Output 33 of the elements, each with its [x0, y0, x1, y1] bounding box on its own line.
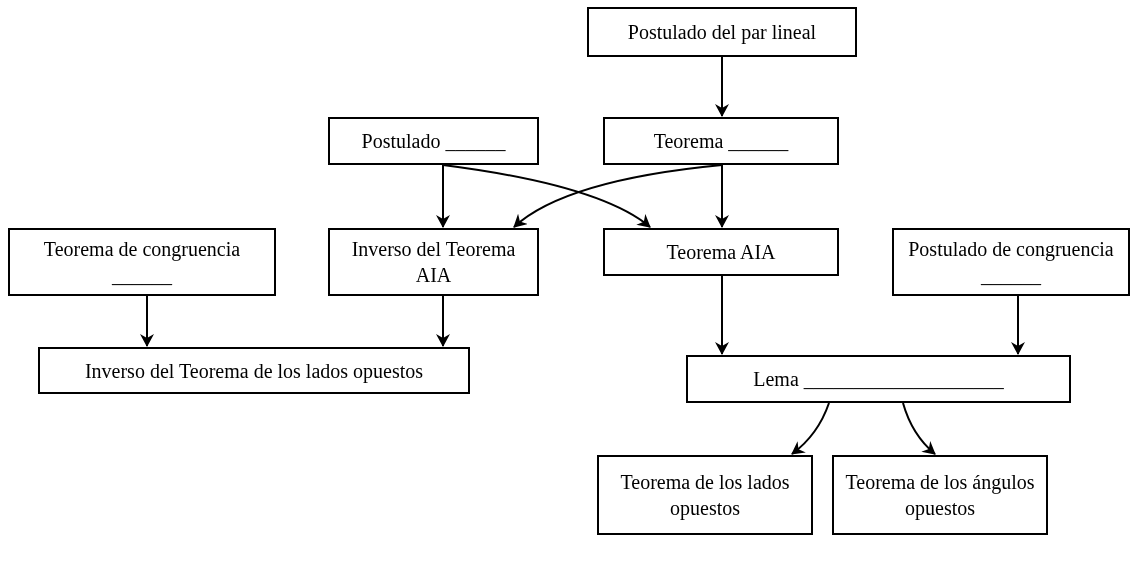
statement-text: Teorema AIA: [666, 240, 776, 265]
arrow: [140, 295, 154, 347]
statement-box: [8, 228, 276, 296]
arrow: [715, 164, 729, 228]
statement-box: [38, 347, 470, 394]
arrow: [436, 295, 450, 347]
arrow: [442, 164, 651, 228]
statement-text: Teorema de los ángulos opuestos: [844, 470, 1036, 521]
statement-text: Inverso del Teorema de los lados opuestos: [84, 358, 424, 384]
statement-text: Teorema de congruencia ______: [42, 237, 242, 288]
statement-text: Teorema de los lados opuestos: [619, 470, 791, 521]
statement-text: Inverso del Teorema AIA: [350, 237, 517, 288]
statement-text: Postulado de congruencia ______: [907, 237, 1115, 288]
statement-box: [328, 228, 539, 296]
arrow: [715, 56, 729, 117]
arrow: [902, 402, 936, 455]
statement-text: Postulado ______: [361, 129, 506, 154]
arrow: [1011, 295, 1025, 355]
statement-box: [686, 355, 1071, 403]
statement-text: Postulado del par lineal: [627, 20, 817, 45]
statement-box: [587, 7, 857, 57]
statement-text: Lema ____________________: [753, 367, 1004, 392]
statement-box: [832, 455, 1048, 535]
arrow: [513, 164, 723, 228]
statement-box: [892, 228, 1130, 296]
statement-box: [603, 228, 839, 276]
statement-box: [597, 455, 813, 535]
statement-box: [328, 117, 539, 165]
arrow: [791, 402, 830, 455]
arrow: [436, 164, 450, 228]
statement-text: Teorema ______: [653, 129, 789, 154]
arrow: [715, 275, 729, 355]
statement-box: [603, 117, 839, 165]
